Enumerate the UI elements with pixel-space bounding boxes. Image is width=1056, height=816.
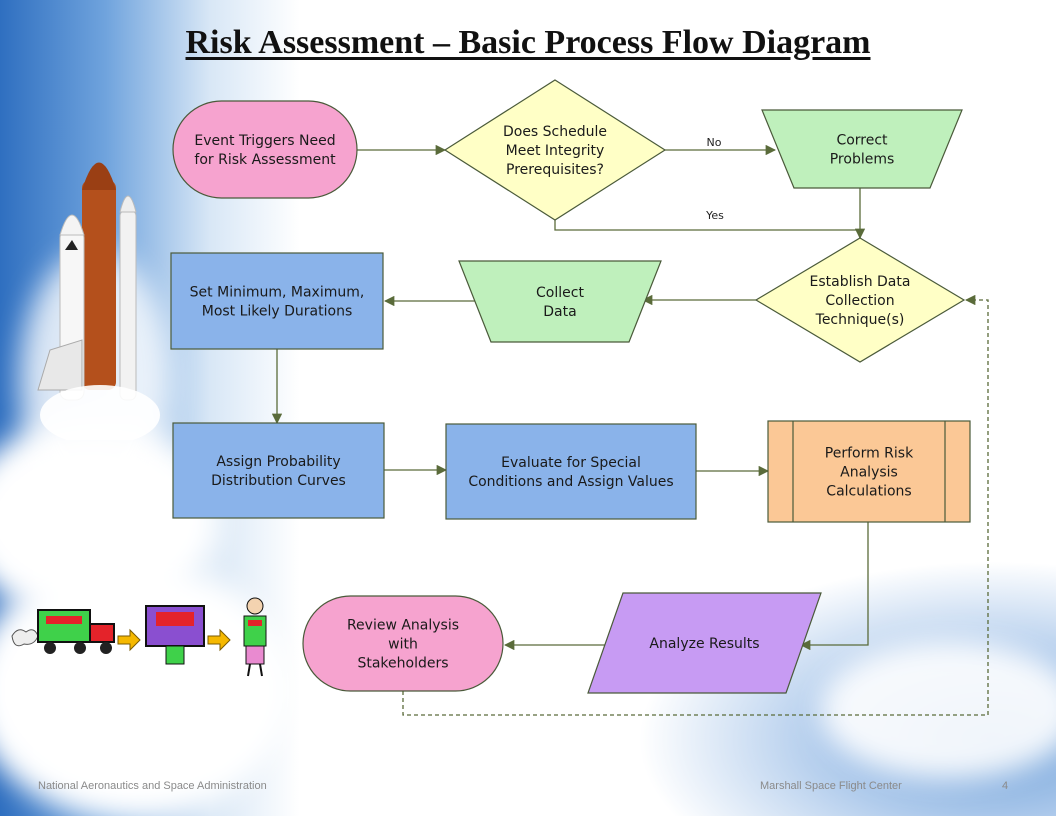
cloud xyxy=(0,560,290,816)
footer-page-number: 4 xyxy=(1002,780,1009,792)
node-label: Distribution Curves xyxy=(211,473,346,489)
node-shape xyxy=(458,260,662,343)
edge-decision-to-establish: Yes xyxy=(554,209,861,238)
edge-label: Yes xyxy=(705,209,724,222)
node-shape xyxy=(302,595,504,692)
node-shape xyxy=(767,420,971,523)
person-icon xyxy=(243,597,267,677)
edge-label: No xyxy=(707,136,722,149)
clipart-decoration xyxy=(11,597,267,677)
node-label: Most Likely Durations xyxy=(202,304,353,320)
footer-organization: National Aeronautics and Space Administr… xyxy=(38,780,267,792)
node-label: Technique(s) xyxy=(815,312,905,328)
node-label: with xyxy=(388,637,418,653)
node-setmin: Set Minimum, Maximum, Most Likely Duratio… xyxy=(170,252,384,350)
edge-review-to-establish xyxy=(402,294,989,716)
node-label: Perform Risk xyxy=(825,446,914,462)
node-label: Does Schedule xyxy=(503,124,607,140)
node-label: Evaluate for Special xyxy=(501,455,641,471)
node-label: Conditions and Assign Values xyxy=(468,474,673,490)
node-label: Set Minimum, Maximum, xyxy=(190,285,365,301)
node-shape xyxy=(443,79,667,221)
node-event: Event Triggers Need for Risk Assessment xyxy=(172,100,358,199)
node-label: Event Triggers Need xyxy=(194,133,335,149)
arrow-right-icon xyxy=(207,628,231,652)
node-shape xyxy=(761,109,963,189)
node-label: Establish Data xyxy=(810,274,911,290)
node-label: Analyze Results xyxy=(649,636,759,652)
cloud xyxy=(820,640,1056,780)
node-label: Problems xyxy=(830,152,895,168)
node-label: Calculations xyxy=(826,484,911,500)
node-shape xyxy=(587,592,822,694)
edge-decision-to-correct: No xyxy=(665,136,777,156)
edge-perform-to-analyze xyxy=(799,522,869,651)
node-label: Collection xyxy=(825,293,894,309)
node-shape xyxy=(170,252,384,350)
node-label: Review Analysis xyxy=(347,618,459,634)
node-shape xyxy=(754,237,966,363)
node-shape xyxy=(172,422,385,519)
truck-icon xyxy=(11,609,115,654)
node-label: Collect xyxy=(536,285,584,301)
footer-center: Marshall Space Flight Center xyxy=(760,780,902,792)
node-label: Analysis xyxy=(840,465,898,481)
node-analyze: Analyze Results xyxy=(587,592,822,694)
node-label: Prerequisites? xyxy=(506,162,604,178)
node-label: Correct xyxy=(836,133,888,149)
arrow-right-icon xyxy=(117,628,141,652)
node-label: Assign Probability xyxy=(216,454,340,470)
space-shuttle-icon xyxy=(37,162,160,440)
node-label: for Risk Assessment xyxy=(194,152,336,168)
node-label: Data xyxy=(543,304,576,320)
node-shape xyxy=(445,423,697,520)
page-title: Risk Assessment – Basic Process Flow Dia… xyxy=(185,24,871,61)
node-shape xyxy=(172,100,358,199)
node-label: Meet Integrity xyxy=(506,143,605,159)
computer-icon xyxy=(145,605,205,665)
node-label: Stakeholders xyxy=(357,656,448,672)
